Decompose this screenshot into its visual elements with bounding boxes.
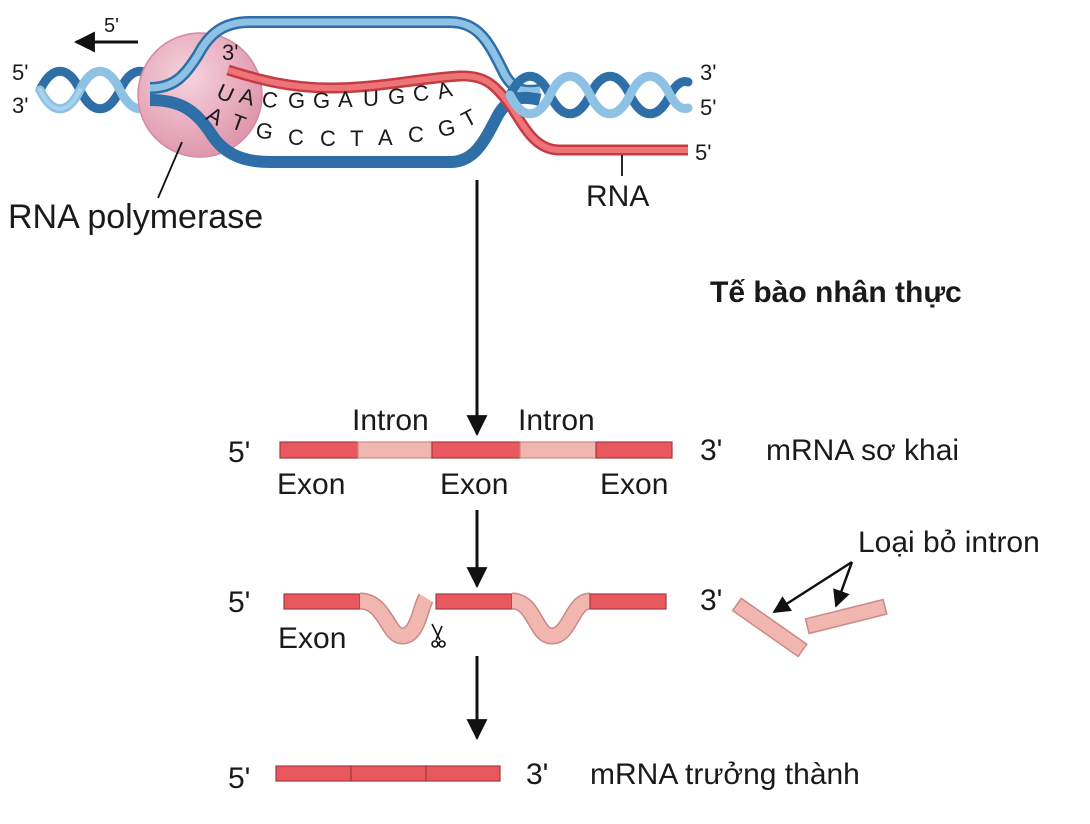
intron-label-2: Intron <box>518 404 595 437</box>
removed-intron-1 <box>731 597 808 658</box>
left-bottom-end-label: 3' <box>12 93 28 118</box>
splicing-exon-3 <box>589 593 667 610</box>
dna-base: G <box>254 117 275 145</box>
removed-arrow-1 <box>772 560 853 614</box>
exon-label-3: Exon <box>600 468 668 501</box>
rna-base: A <box>434 76 455 104</box>
mature-exon-3 <box>425 765 501 782</box>
rna-base: A <box>338 87 353 112</box>
dna-base: C <box>408 122 424 147</box>
polymerase-label: RNA polymerase <box>8 198 263 236</box>
mature-5-end: 5' <box>228 762 250 795</box>
polymerase-pointer <box>157 141 183 199</box>
dna-base: A <box>378 125 393 150</box>
left-top-end-label: 5' <box>12 60 28 85</box>
removed-intron-label: Loại bỏ intron <box>858 526 1040 559</box>
rna-label: RNA <box>586 180 649 213</box>
mature-mrna: 5' 3' mRNA trưởng thành <box>228 758 860 795</box>
splicing-3-end: 3' <box>700 584 722 617</box>
pre-mrna-exon-3 <box>595 441 673 459</box>
removed-intron-2 <box>804 598 888 635</box>
direction-label: 5' <box>104 15 119 37</box>
mature-exon-2 <box>350 765 427 782</box>
scissors-icon <box>431 623 446 648</box>
pre-mrna-intron-1 <box>357 441 433 459</box>
mature-3-end: 3' <box>526 758 548 791</box>
mature-exon-1 <box>275 765 352 782</box>
splicing-5-end: 5' <box>228 586 250 619</box>
rna-end-label: 5' <box>695 140 711 165</box>
right-top-end-label: 3' <box>700 60 716 85</box>
splicing-exon-2 <box>435 593 513 610</box>
rna-base: G <box>288 88 305 113</box>
dna-base: C <box>320 126 336 151</box>
pre-mrna-3-end: 3' <box>700 434 722 467</box>
dna-base: T <box>350 126 363 151</box>
rna-sequence: U A C G G A U G C A <box>213 76 455 113</box>
rna-base: G <box>313 88 330 113</box>
removed-arrow-2 <box>833 561 854 608</box>
rna-base: A <box>237 83 258 111</box>
splicing-step: 5' 3' Exon Loại bỏ intron <box>228 526 1040 658</box>
right-middle-end-label: 5' <box>700 95 716 120</box>
dna-base: T <box>457 104 481 132</box>
splicing-exon-1 <box>283 593 361 610</box>
pre-mrna-name: mRNA sơ khai <box>766 434 959 467</box>
pre-mrna-exon-2 <box>431 441 521 459</box>
splicing-exon-label: Exon <box>278 622 346 655</box>
intron-label-1: Intron <box>352 404 429 437</box>
exon-label-2: Exon <box>440 468 508 501</box>
mature-name: mRNA trưởng thành <box>590 758 860 791</box>
pre-mrna: 5' 3' mRNA sơ khai Intron Intron Exon Ex… <box>228 404 959 501</box>
rna-base: U <box>363 86 379 111</box>
dna-base: G <box>436 114 458 142</box>
rna-polymerase <box>137 32 263 158</box>
rna-base: C <box>411 80 430 107</box>
cell-type-label: Tế bào nhân thực <box>710 276 962 309</box>
exon-label-1: Exon <box>277 468 345 501</box>
dna-base: C <box>288 125 304 150</box>
rna-base: G <box>388 84 405 109</box>
pre-mrna-exon-1 <box>279 441 359 459</box>
rna-start-label: 3' <box>222 40 238 65</box>
pre-mrna-5-end: 5' <box>228 436 250 469</box>
pre-mrna-intron-2 <box>519 441 597 459</box>
dna-helix-right <box>505 71 693 119</box>
transcription-bubble: 5' 5' 3' 3' 3' 5' 5' U A C G G A U G C A… <box>8 15 716 236</box>
rna-base: C <box>260 86 279 113</box>
